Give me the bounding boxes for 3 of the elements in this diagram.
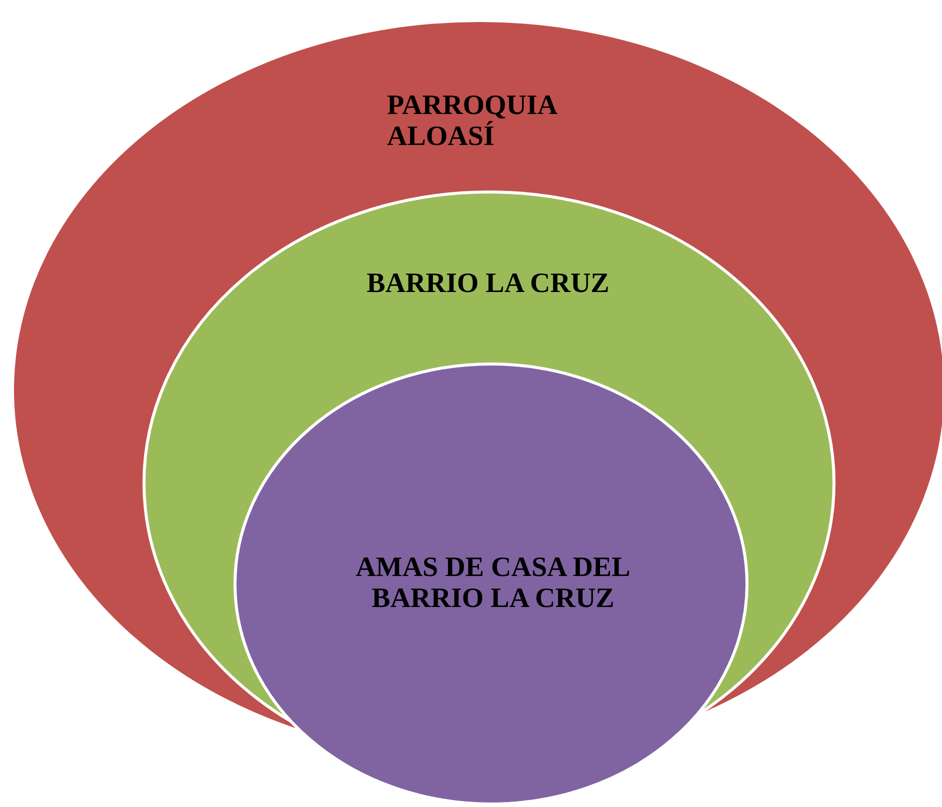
ellipse-label: PARROQUIA ALOASÍ [387,90,558,152]
ellipse-label: BARRIO LA CRUZ [366,268,610,299]
ellipse-label: AMAS DE CASA DEL BARRIO LA CRUZ [354,552,632,614]
